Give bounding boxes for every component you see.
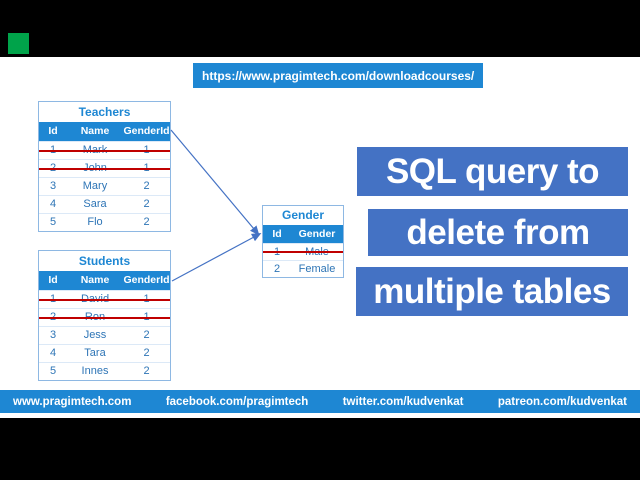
table-title: Teachers bbox=[78, 105, 131, 119]
table-cell: 1 bbox=[143, 311, 150, 323]
table-cell: 1 bbox=[49, 144, 57, 156]
table-cell: Ron bbox=[84, 311, 106, 323]
table-cell: 1 bbox=[49, 293, 57, 305]
table-cell: John bbox=[83, 162, 107, 174]
title-line-1-text: SQL query to bbox=[385, 151, 600, 191]
column-header-genderid: GenderId bbox=[123, 274, 170, 286]
title-line-3-text: multiple tables bbox=[373, 271, 611, 311]
green-logo-square bbox=[8, 33, 29, 54]
footer-item: twitter.com/kudvenkat bbox=[342, 395, 464, 408]
table-row: 1 Male bbox=[263, 243, 343, 260]
table-cell: 2 bbox=[273, 263, 281, 275]
table-cell: 3 bbox=[49, 329, 57, 341]
table-cell: 1 bbox=[273, 246, 281, 258]
column-header-id: Id bbox=[48, 125, 58, 137]
footer-item: patreon.com/kudvenkat bbox=[497, 395, 627, 408]
table-cell: 1 bbox=[143, 293, 150, 305]
table-cell: Innes bbox=[81, 365, 109, 377]
footer-item: facebook.com/pragimtech bbox=[165, 395, 309, 408]
table-cell: 2 bbox=[143, 180, 150, 192]
table-cell: 3 bbox=[49, 180, 57, 192]
title-line-3: multiple tables bbox=[356, 267, 628, 316]
column-header-id: Id bbox=[272, 228, 282, 240]
table-cell: 5 bbox=[49, 365, 57, 377]
table-title: Students bbox=[78, 254, 131, 268]
table-row: 3 Mary 2 bbox=[39, 177, 170, 195]
table-cell: 1 bbox=[143, 144, 150, 156]
column-header-name: Name bbox=[80, 274, 110, 286]
table-row: 5 Flo 2 bbox=[39, 213, 170, 231]
table-cell: Female bbox=[298, 263, 336, 275]
top-letterbox-bar bbox=[0, 0, 640, 57]
table-cell: Male bbox=[305, 246, 329, 258]
table-cell: 4 bbox=[49, 198, 57, 210]
teachers-table: Teachers Id Name GenderId 1 Mark 1 2 John 1 3 Mar… bbox=[38, 101, 171, 232]
table-title: Gender bbox=[281, 208, 324, 222]
table-cell: Jess bbox=[83, 329, 107, 341]
title-line-2-text: delete from bbox=[406, 212, 590, 252]
table-cell: 4 bbox=[49, 347, 57, 359]
url-banner: https://www.pragimtech.com/downloadcours… bbox=[193, 63, 484, 88]
title-line-1: SQL query to bbox=[357, 147, 628, 196]
column-header-name: Name bbox=[80, 125, 110, 137]
table-cell: 2 bbox=[143, 198, 150, 210]
table-row: 4 Sara 2 bbox=[39, 195, 170, 213]
title-line-2: delete from bbox=[368, 209, 628, 256]
table-row: 1 Mark 1 bbox=[39, 141, 170, 159]
bottom-letterbox-bar bbox=[0, 418, 640, 480]
table-cell: 2 bbox=[49, 162, 57, 174]
column-header-genderid: GenderId bbox=[123, 125, 170, 137]
table-cell: 2 bbox=[143, 216, 150, 228]
table-row: 1 David 1 bbox=[39, 290, 170, 308]
table-cell: Sara bbox=[83, 198, 107, 210]
table-cell: David bbox=[80, 293, 110, 305]
table-cell: 5 bbox=[49, 216, 57, 228]
table-cell: 1 bbox=[143, 162, 150, 174]
table-cell: 2 bbox=[49, 311, 57, 323]
arrow-students-gender bbox=[171, 233, 262, 282]
table-cell: Mary bbox=[82, 180, 108, 192]
table-row: 2 Female bbox=[263, 260, 343, 277]
url-banner-text: https://www.pragimtech.com/downloadcours… bbox=[202, 68, 475, 83]
table-cell: 2 bbox=[143, 329, 150, 341]
column-header-id: Id bbox=[48, 274, 58, 286]
footer-item: www.pragimtech.com bbox=[13, 395, 132, 408]
table-row: 4 Tara 2 bbox=[39, 344, 170, 362]
footer-bar: www.pragimtech.com facebook.com/pragimtec… bbox=[0, 390, 640, 413]
arrow-teachers-gender bbox=[170, 129, 260, 236]
table-row: 2 John 1 bbox=[39, 159, 170, 177]
table-cell: 2 bbox=[143, 365, 150, 377]
table-cell: Tara bbox=[84, 347, 106, 359]
table-header-row: Id Name GenderId bbox=[39, 271, 170, 290]
table-cell: Flo bbox=[87, 216, 103, 228]
table-header-row: Id Gender bbox=[263, 225, 343, 243]
table-row: 3 Jess 2 bbox=[39, 326, 170, 344]
gender-table: Gender Id Gender 1 Male 2 Female bbox=[262, 205, 344, 278]
column-header-gender: Gender bbox=[298, 228, 336, 240]
table-row: 2 Ron 1 bbox=[39, 308, 170, 326]
table-cell: Mark bbox=[82, 144, 108, 156]
table-cell: 2 bbox=[143, 347, 150, 359]
students-table: Students Id Name GenderId 1 David 1 2 Ron 1 3 Jes… bbox=[38, 250, 171, 381]
table-header-row: Id Name GenderId bbox=[39, 122, 170, 141]
table-row: 5 Innes 2 bbox=[39, 362, 170, 380]
